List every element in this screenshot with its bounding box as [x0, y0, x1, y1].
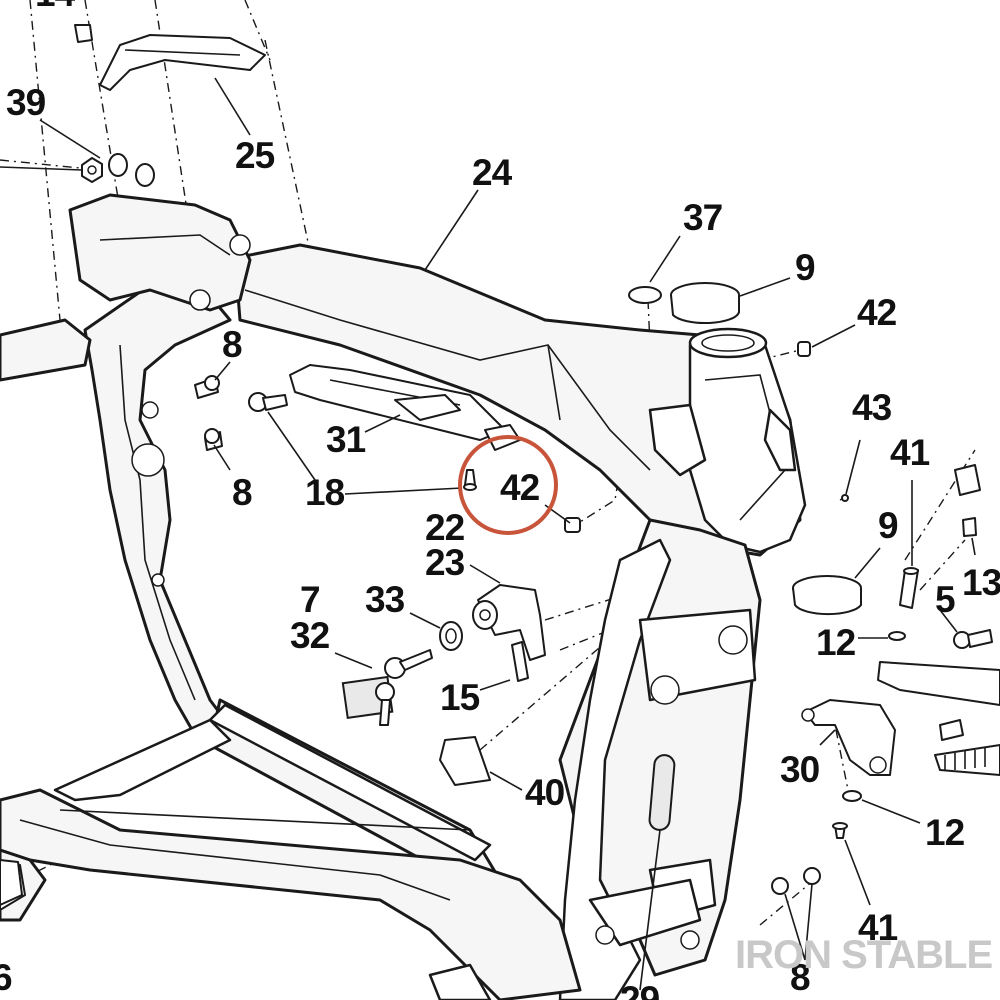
callout-14: 14	[35, 0, 76, 14]
callout-33: 33	[365, 579, 405, 620]
callout-41-upper: 41	[890, 432, 930, 473]
highlight-ring	[458, 435, 558, 535]
callout-5: 5	[935, 579, 955, 620]
callout-12-lower: 12	[925, 812, 965, 853]
hardware-parts	[0, 24, 1000, 906]
callout-6: 6	[0, 957, 12, 998]
callout-42-top: 42	[857, 292, 897, 333]
nut-washer-group	[81, 153, 155, 187]
callout-41-lower: 41	[858, 907, 898, 948]
callout-8-upper: 8	[222, 324, 242, 365]
footrest-bracket	[801, 699, 896, 776]
callout-37: 37	[683, 197, 722, 238]
callout-43: 43	[852, 387, 892, 428]
callout-40: 40	[525, 772, 565, 813]
callout-8-lower: 8	[790, 957, 810, 998]
callout-39: 39	[6, 82, 46, 123]
callout-13: 13	[962, 562, 1000, 603]
callout-15: 15	[440, 677, 480, 718]
callout-7: 7	[300, 579, 320, 620]
callout-22: 22	[425, 507, 465, 548]
callout-25: 25	[235, 135, 275, 176]
callout-8-middle: 8	[232, 472, 252, 513]
key-set	[341, 649, 433, 726]
ignition-switch	[472, 584, 546, 661]
leader-lines	[0, 77, 976, 991]
callout-31: 31	[326, 419, 366, 460]
callout-9-lower: 9	[878, 505, 898, 546]
watermark-text: IRON STABLE	[735, 933, 992, 977]
main-frame	[0, 193, 807, 1000]
callout-30: 30	[780, 749, 820, 790]
callout-12-upper: 12	[816, 622, 856, 663]
callout-24: 24	[472, 152, 513, 193]
callout-23: 23	[425, 542, 465, 583]
callout-42-highlighted: 42	[500, 467, 540, 508]
callout-29: 29	[620, 979, 660, 1000]
callout-18: 18	[305, 472, 345, 513]
callout-9-top: 9	[795, 247, 815, 288]
callout-32: 32	[290, 615, 330, 656]
